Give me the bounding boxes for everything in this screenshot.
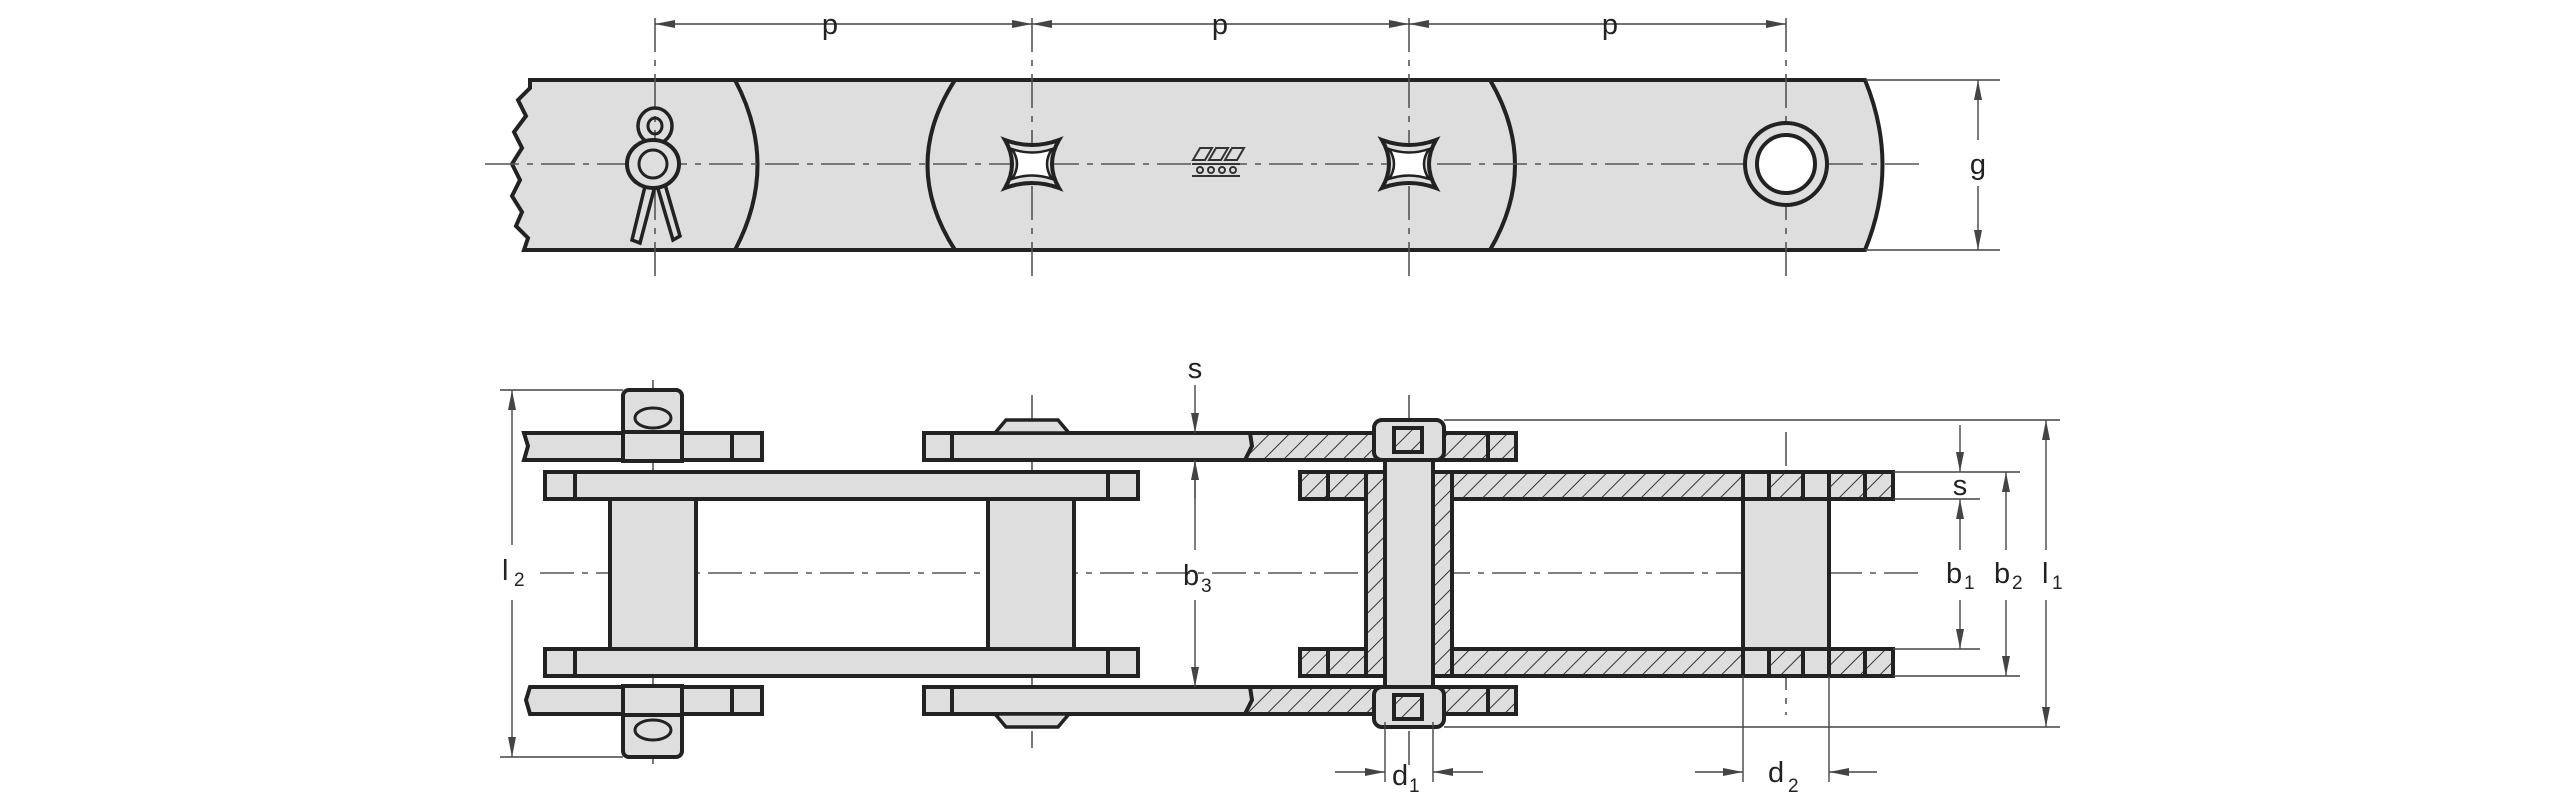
plate-edge-1 <box>733 79 760 251</box>
b2-subscript: 2 <box>2012 573 2023 594</box>
pin-2-head-top <box>991 418 1073 435</box>
top-section-view: l 2 s b 3 l 1 <box>500 353 2063 797</box>
d1-dimension <box>1335 722 1483 782</box>
d1-label: d <box>1392 760 1408 792</box>
bush-1 <box>608 497 698 651</box>
b3-label: b <box>1183 560 1199 592</box>
l2-subscript: 2 <box>514 570 525 591</box>
bush-2 <box>986 497 1076 651</box>
plate-height-dimension <box>1865 79 2000 251</box>
s-right-label: s <box>1953 470 1968 502</box>
l1-dimension <box>1444 419 2060 728</box>
b1-label: b <box>1946 558 1962 590</box>
pin-hole-1 <box>1000 136 1064 192</box>
bush-4 <box>1741 470 1831 678</box>
side-view: p p p g <box>485 9 2000 280</box>
d1-subscript: 1 <box>1409 776 1420 797</box>
pitch-label-2: p <box>1212 9 1228 41</box>
d2-subscript: 2 <box>1788 776 1799 797</box>
pitch-dimension <box>655 20 1786 28</box>
pin-hole-2 <box>1377 136 1441 192</box>
inner-plate-left-bottom <box>543 647 1140 678</box>
pin-3 <box>1383 423 1435 724</box>
s-top-label: s <box>1188 353 1203 385</box>
manufacturer-logo-icon <box>1191 147 1246 177</box>
round-hole <box>1743 121 1829 207</box>
l1-subscript: 1 <box>2052 573 2063 594</box>
plate-edge-3 <box>1488 78 1517 252</box>
b2-label: b <box>1994 558 2010 590</box>
plate-edge-2 <box>925 78 957 252</box>
l2-label: l <box>502 555 508 587</box>
l2-dimension <box>500 389 623 758</box>
cotter-pin-icon <box>625 106 683 246</box>
d2-label: d <box>1768 757 1784 789</box>
pin-2-head-bottom <box>991 712 1073 729</box>
b1-subscript: 1 <box>1964 573 1975 594</box>
plate-height-label: g <box>1970 149 1986 181</box>
b2-dimension <box>1893 471 2020 677</box>
pitch-label-3: p <box>1602 9 1618 41</box>
b1-dimension <box>1893 425 1980 650</box>
b3-dimension <box>1191 460 1199 687</box>
d2-dimension <box>1695 676 1877 782</box>
l1-label: l <box>2042 558 2048 590</box>
pitch-label-1: p <box>822 9 838 41</box>
inner-plate-left-top <box>543 470 1140 501</box>
b3-subscript: 3 <box>1201 576 1212 597</box>
